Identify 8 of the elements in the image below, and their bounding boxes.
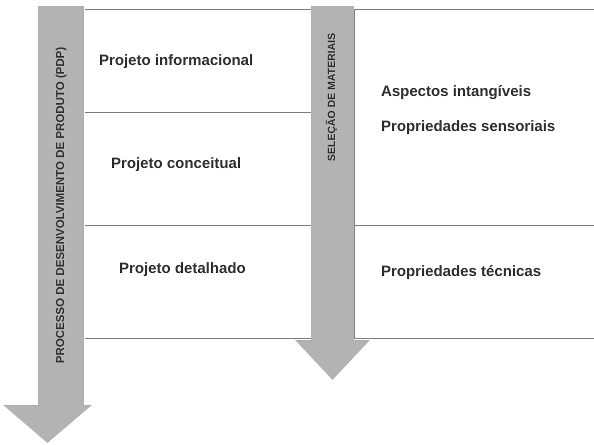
cell-text: Projeto detalhado bbox=[119, 260, 246, 277]
cell-text: Projeto conceitual bbox=[111, 155, 242, 172]
cell-text: Propriedades técnicas bbox=[381, 263, 542, 280]
vertical-label: PROCESSO DE DESENVOLVIMENTO DE PRODUTO (PDP) bbox=[55, 46, 67, 364]
cell-text: Aspectos intangíveis bbox=[381, 83, 532, 100]
cell-text: Propriedades sensoriais bbox=[381, 118, 556, 135]
cell-text: Projeto informacional bbox=[99, 52, 254, 69]
vertical-label: SELEÇÃO DE MATERIAIS bbox=[326, 32, 338, 162]
